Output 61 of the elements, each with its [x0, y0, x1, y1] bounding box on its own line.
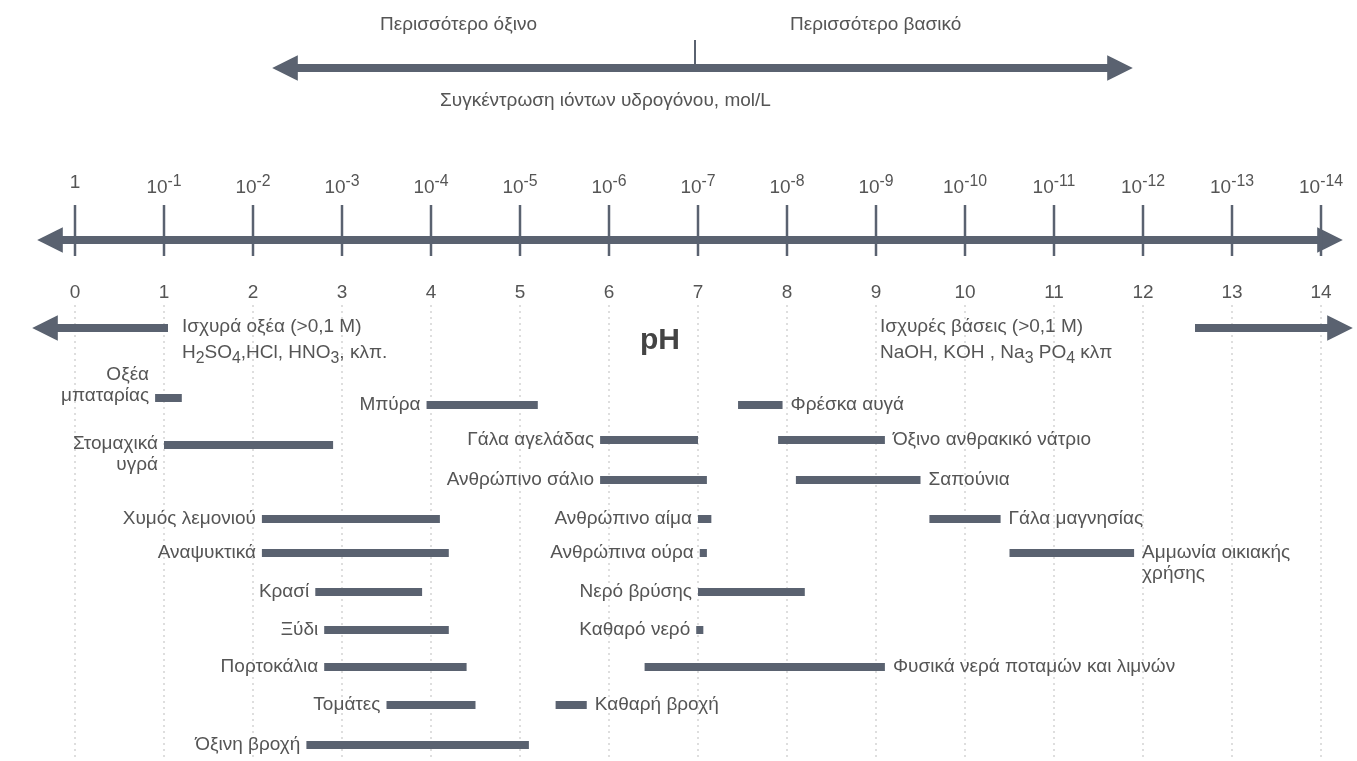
tick-label: 7: [691, 282, 705, 303]
tick-label: 10$^{-4}$: [412, 172, 450, 199]
tick-label: 10$^{-1}$: [145, 172, 183, 199]
axis-caption: Συγκέντρωση ιόντων υδρογόνου, mol/L: [440, 90, 771, 111]
substance-label: Γάλα αγελάδας: [467, 429, 595, 450]
tick-label: 2: [246, 282, 260, 303]
substance-label: Αναψυκτικά: [157, 542, 256, 563]
tick-label: 9: [869, 282, 883, 303]
tick-label: 10$^{-7}$: [679, 172, 717, 199]
category-label: Ισχυρές βάσεις (>0,1 M): [880, 316, 1084, 337]
tick-label: 10$^{-8}$: [768, 172, 806, 199]
tick-label: 12: [1131, 282, 1155, 303]
tick-label: 10$^{-10}$: [942, 172, 988, 199]
tick-label: 5: [513, 282, 527, 303]
tick-label: 6: [602, 282, 616, 303]
substance-label: Καθαρή βροχή: [594, 694, 719, 715]
substance-label: Όξινη βροχή: [195, 734, 301, 755]
tick-label: 0: [68, 282, 82, 303]
tick-label: 10$^{-14}$: [1298, 172, 1344, 199]
substance-label: Φυσικά νερά ποταμών και λιμνών: [892, 656, 1176, 677]
substance-label: Αμμωνία οικιακής χρήσης: [1142, 542, 1292, 584]
formula-label: H$_{2}$SO$_{4}$,HCl, HNO$_{3}$, κλπ.: [182, 342, 388, 367]
substance-label: Καθαρό νερό: [579, 619, 691, 640]
tick-label: 8: [780, 282, 794, 303]
substance-label: Νερό βρύσης: [579, 581, 692, 602]
tick-label: 10$^{-11}$: [1031, 172, 1077, 199]
substance-label: Τομάτες: [313, 694, 381, 715]
tick-label: 14: [1309, 282, 1333, 303]
tick-label: 10$^{-12}$: [1120, 172, 1166, 199]
tick-label: 10$^{-9}$: [857, 172, 895, 199]
substance-label: Ξύδι: [280, 619, 319, 640]
substance-label: Όξινο ανθρακικό νάτριο: [892, 429, 1091, 450]
tick-label: 10$^{-13}$: [1209, 172, 1255, 199]
category-label: Ισχυρά οξέα (>0,1 M): [182, 316, 362, 337]
tick-label: 10$^{-6}$: [590, 172, 628, 199]
tick-label: 11: [1043, 282, 1065, 303]
substance-label: Γάλα μαγνησίας: [1008, 508, 1144, 529]
substance-label: Σαπούνια: [928, 469, 1010, 490]
substance-label: Ανθρώπινο σάλιο: [446, 469, 595, 490]
axis-caption: Περισσότερο όξινο: [380, 14, 537, 35]
substance-label: Πορτοκάλια: [220, 656, 319, 677]
tick-label: 4: [424, 282, 438, 303]
substance-label: Χυμός λεμονιού: [122, 508, 256, 529]
tick-label: 1: [68, 172, 82, 193]
substance-label: Στομαχικά υγρά: [71, 433, 158, 475]
substance-label: Μπύρα: [359, 394, 421, 415]
substance-label: Φρέσκα αυγά: [790, 394, 905, 415]
tick-label: 1: [157, 282, 171, 303]
formula-label: NaOH, KOH , Na$_{3}$ PO$_{4}$ κλπ: [880, 342, 1113, 367]
substance-label: Ανθρώπινο αίμα: [554, 508, 692, 529]
substance-label: Κρασί: [258, 581, 310, 602]
tick-label: 3: [335, 282, 349, 303]
substance-label: Ανθρώπινα ούρα: [550, 542, 694, 563]
tick-label: 13: [1220, 282, 1244, 303]
tick-label: 10$^{-3}$: [323, 172, 361, 199]
axis-caption: Περισσότερο βασικό: [790, 14, 962, 35]
tick-label: 10$^{-5}$: [501, 172, 539, 199]
substance-label: Οξέα μπαταρίας: [59, 364, 150, 406]
tick-label: 10: [953, 282, 977, 303]
tick-label: 10$^{-2}$: [234, 172, 272, 199]
axis-title: pH: [640, 322, 680, 355]
